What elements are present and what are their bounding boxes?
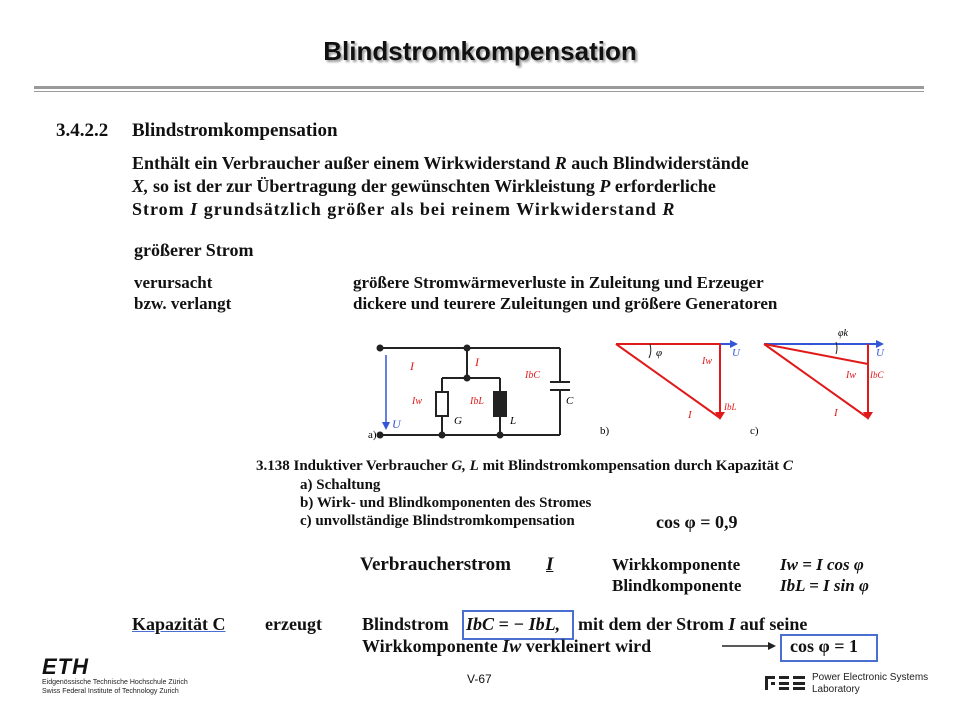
page-number: V-67 [467, 672, 492, 686]
caption-title: 3.138 Induktiver Verbraucher G, L mit Bl… [256, 458, 793, 475]
text: grundsätzlich größer als bei reinem Wirk… [198, 199, 663, 219]
pes-line-2: Laboratory [812, 684, 860, 695]
phasor-diagram-b [615, 340, 738, 420]
pes-logo-icon [765, 676, 805, 690]
symbol-Iw: Iw [502, 636, 522, 656]
label-I-a: I [409, 359, 415, 373]
label-a: a) [368, 429, 377, 441]
wirk-label: Wirkkomponente [612, 555, 741, 574]
caption-item-c: c) unvollständige Blindstromkompensation [300, 513, 575, 529]
label-G: G [454, 415, 462, 427]
paragraph-line-1: Enthält ein Verbraucher außer einem Wirk… [132, 153, 749, 174]
text: mit Blindstromkompensation durch Kapazit… [478, 458, 783, 474]
symbol-R: R [662, 199, 676, 219]
result-arrow [722, 642, 776, 650]
label-Iw-b: Iw [701, 356, 712, 367]
label-IbC-a: IbC [524, 370, 540, 381]
label-I-branch: I [474, 355, 480, 369]
symbol-P: P [599, 176, 611, 196]
eth-logo: ETH [42, 654, 89, 679]
causes-right-2: dickere und teurere Zuleitungen und größ… [353, 294, 778, 313]
title-rule [34, 86, 924, 89]
label-c: c) [750, 425, 759, 437]
causes-right-1: größere Stromwärmeverluste in Zuleitung … [353, 273, 764, 292]
greater-current: größerer Strom [134, 240, 254, 260]
blindstrom-formula: IbC = − IbL, [466, 614, 561, 634]
caption-number: 3.138 [256, 458, 290, 474]
label-IbL-b: IbL [723, 402, 737, 412]
capacitance-line1-rest: mit dem der Strom I auf seine [578, 614, 807, 635]
eth-line-1: Eidgenössische Technische Hochschule Zür… [42, 679, 188, 686]
text: Strom [132, 199, 191, 219]
blindstrom-formula-box [462, 610, 574, 640]
label-U-b: U [732, 347, 741, 359]
phasor-diagram-c [763, 340, 884, 420]
label-L: L [509, 415, 516, 427]
causes-left-2: bzw. verlangt [134, 294, 232, 313]
symbol-X: X, [132, 176, 149, 196]
paragraph-line-3: Strom I grundsätzlich größer als bei rei… [132, 199, 675, 220]
label-U-a: U [392, 417, 402, 431]
text: Induktiver Verbraucher [293, 458, 452, 474]
text: verkleinert wird [521, 636, 652, 656]
consumer-label: Verbraucherstrom [360, 554, 511, 575]
circuit-and-phasor-figure: U I I Iw IbL IbC G L C a) φ U Iw IbL I b… [368, 328, 885, 441]
caption-cos-value: cos φ = 0,9 [656, 512, 738, 532]
consumer-symbol: I [546, 554, 554, 575]
voltage-arrowhead [382, 422, 390, 430]
section-title: Blindstromkompensation [132, 120, 338, 141]
blindstrom-label: Blindstrom [362, 614, 449, 634]
label-phik-c: φk [838, 328, 849, 339]
capacitance-verb: erzeugt [265, 614, 322, 634]
text: Enthält ein Verbraucher außer einem Wirk… [132, 153, 555, 173]
text: erforderliche [610, 176, 716, 196]
capacitance-label: Kapazität C [132, 614, 226, 634]
label-I-b: I [687, 409, 693, 421]
symbol-R: R [554, 153, 567, 173]
label-b: b) [600, 425, 610, 437]
label-IbC-c: IbC [869, 370, 884, 380]
caption-item-a: a) Schaltung [300, 477, 381, 493]
text: auch Blindwiderstände [566, 153, 749, 173]
title-rule-thin [34, 91, 924, 92]
text: auf seine [735, 614, 808, 634]
symbol: G, L [451, 458, 479, 474]
section-number: 3.4.2.2 [56, 120, 109, 141]
text: so ist der zur Übertragung der gewünscht… [148, 176, 600, 196]
symbol: C [782, 458, 793, 474]
label-I-c: I [833, 407, 839, 419]
pes-lab-name: Power Electronic Systems Laboratory [812, 672, 928, 696]
caption-item-b: b) Wirk- und Blindkomponenten des Strome… [300, 495, 592, 511]
text: Wirkkomponente [362, 636, 503, 656]
text: mit dem der Strom [578, 614, 729, 634]
wirk-formula: Iw = I cos φ [780, 555, 864, 574]
symbol-I: I [728, 614, 736, 634]
label-C: C [566, 395, 574, 407]
pes-line-1: Power Electronic Systems [812, 672, 929, 683]
capacitance-line2: Wirkkomponente Iw verkleinert wird [362, 636, 651, 657]
circuit-schematic [376, 344, 570, 439]
blind-label: Blindkomponente [612, 576, 742, 595]
causes-left-1: verursacht [134, 273, 213, 292]
paragraph-line-2: X, so ist der zur Übertragung der gewüns… [132, 176, 716, 197]
symbol-I: I [190, 199, 199, 219]
label-U-c: U [876, 347, 885, 359]
label-Iw-c: Iw [845, 370, 856, 381]
blind-formula: IbL = I sin φ [780, 576, 869, 595]
label-Iw-a: Iw [411, 396, 422, 407]
label-phi-b: φ [656, 347, 662, 359]
result-box [780, 634, 878, 662]
eth-line-2: Swiss Federal Institute of Technology Zu… [42, 688, 179, 695]
result-formula: cos φ = 1 [790, 636, 858, 656]
label-IbL-a: IbL [469, 396, 484, 407]
slide-title: Blindstromkompensation [323, 36, 637, 66]
